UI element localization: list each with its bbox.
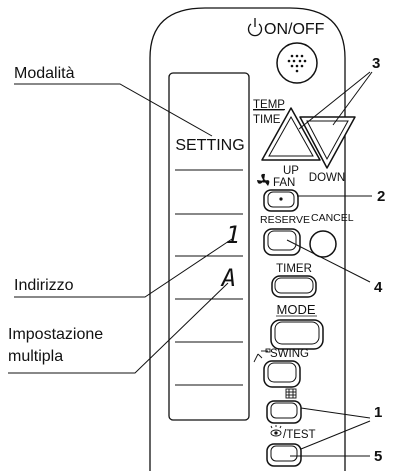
reserve-button[interactable] (263, 228, 301, 256)
callout-3: 3 (372, 55, 380, 72)
onoff-button[interactable] (276, 42, 318, 84)
up-label: UP (283, 165, 299, 177)
power-icon (247, 18, 263, 37)
callout-4-leader (286, 239, 371, 283)
test-label: /TEST (283, 429, 316, 441)
callout-multiple-label-1: Impostazione (8, 326, 103, 343)
callout-multiple-leader (8, 282, 229, 374)
time-label: TIME (253, 114, 281, 126)
down-button[interactable] (299, 116, 356, 169)
swing-label: SWING (270, 348, 309, 360)
fan-label: FAN (273, 177, 295, 189)
callout-1: 1 (374, 404, 382, 421)
callout-mode-label: Modalità (14, 65, 75, 82)
reserve-label: RESERVE (260, 214, 310, 226)
inspect-icon (270, 425, 282, 437)
callout-mode-leader (14, 83, 213, 137)
test-button[interactable] (266, 443, 302, 467)
onoff-label: ON/OFF (264, 21, 325, 38)
lcd-address-digit: 1 (226, 221, 240, 249)
callout-address-leader (14, 238, 233, 298)
cancel-label: CANCEL (311, 212, 354, 224)
remote-body (149, 7, 346, 471)
cancel-button[interactable] (309, 230, 337, 258)
lcd-segment-lines (175, 169, 243, 386)
callout-2: 2 (377, 188, 385, 205)
temp-label: TEMP (253, 99, 285, 111)
timer-label: TIMER (276, 263, 312, 275)
grip-dots-icon (287, 54, 307, 73)
callout-1-leaders (300, 407, 371, 450)
callout-4: 4 (374, 279, 383, 296)
mode-label: MODE (277, 302, 316, 317)
fan-icon (257, 173, 270, 186)
swing-button[interactable] (263, 360, 301, 388)
down-label: DOWN (309, 172, 345, 184)
lcd-multiple-digit: A (220, 264, 236, 292)
callout-3-leaders (298, 71, 373, 130)
grid-icon (285, 388, 297, 399)
lcd-setting-text: SETTING (175, 137, 244, 154)
lcd-panel (168, 72, 250, 421)
swing-icon (253, 348, 271, 363)
up-button[interactable] (261, 107, 321, 161)
filter-button[interactable] (266, 400, 302, 424)
mode-button[interactable] (270, 319, 324, 350)
timer-button[interactable] (271, 275, 317, 298)
fan-button[interactable] (263, 189, 299, 212)
callout-5: 5 (374, 448, 382, 465)
callout-multiple-label-2: multipla (8, 348, 63, 365)
callout-address-label: Indirizzo (14, 277, 74, 294)
